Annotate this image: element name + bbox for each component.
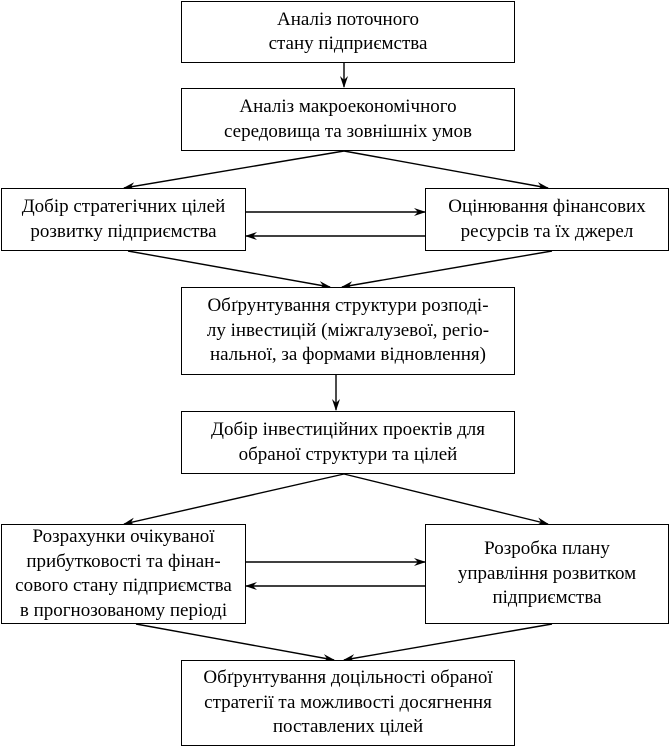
box-investment-structure: Обґрунтування структури розподі- лу інве… <box>181 287 515 375</box>
box-line: розвитку підприємства <box>30 220 217 242</box>
box-development-plan: Розробка плану управління розвитком підп… <box>425 524 669 624</box>
arrow-projects-to-plan <box>343 473 549 526</box>
box-line: Розробка плану <box>484 538 610 560</box>
box-investment-projects: Добір інвестиційних проектів для обраної… <box>181 411 515 474</box>
box-line: Аналіз макроекономічного <box>239 96 457 117</box>
box-strategy-justification: Обґрунтування доцільності обраної страте… <box>181 660 515 746</box>
box-line: в прогнозованому періоді <box>19 599 228 621</box>
box-current-state-analysis: Аналіз поточного стану підприємства <box>181 1 515 63</box>
box-profitability-calculation: Розрахунки очікуваної прибутковості та ф… <box>1 524 246 624</box>
box-line: обраної структури та цілей <box>238 443 458 465</box>
box-line: нальної, за формами відновлення) <box>210 344 486 366</box>
box-line: Розрахунки очікуваної <box>32 526 215 547</box>
box-macroeconomic-analysis: Аналіз макроекономічного середовища та з… <box>181 88 515 151</box>
box-line: сового стану підприємства <box>15 575 232 596</box>
arrow-finance-to-structure <box>341 250 553 290</box>
box-line: стану підприємства <box>268 33 428 54</box>
box-line: підприємства <box>492 587 602 609</box>
box-line: управління розвитком <box>457 562 637 584</box>
box-line: Добір інвестиційних проектів для <box>211 419 485 440</box>
arrow-goals-to-structure <box>127 250 331 290</box>
arrow-macro-to-finance <box>343 150 549 190</box>
box-line: стратегії та можливості досягнення <box>204 691 492 713</box>
box-line: Аналіз поточного <box>276 8 420 30</box>
box-line: ресурсів та їх джерел <box>460 220 634 242</box>
box-line: середовища та зовнішніх умов <box>223 120 472 142</box>
box-strategic-goals: Добір стратегічних цілей розвитку підпри… <box>1 188 246 251</box>
box-line: Оцінювання фінансових <box>448 196 646 217</box>
box-line: лу інвестицій (міжгалузевої, регіо- <box>206 319 490 341</box>
arrow-plan-to-justify <box>343 623 553 663</box>
arrow-projects-to-profit <box>123 473 345 526</box>
box-line: поставлених цілей <box>272 716 424 738</box>
arrow-profit-to-justify <box>135 623 335 662</box>
box-financial-resources: Оцінювання фінансових ресурсів та їх дже… <box>425 188 669 251</box>
box-line: Обґрунтування доцільності обраної <box>203 667 493 689</box>
box-line: Обґрунтування структури розподі- <box>207 295 489 317</box>
box-line: прибутковості та фінан- <box>26 550 221 572</box>
arrow-macro-to-goals <box>123 150 345 191</box>
box-line: Добір стратегічних цілей <box>21 196 226 217</box>
